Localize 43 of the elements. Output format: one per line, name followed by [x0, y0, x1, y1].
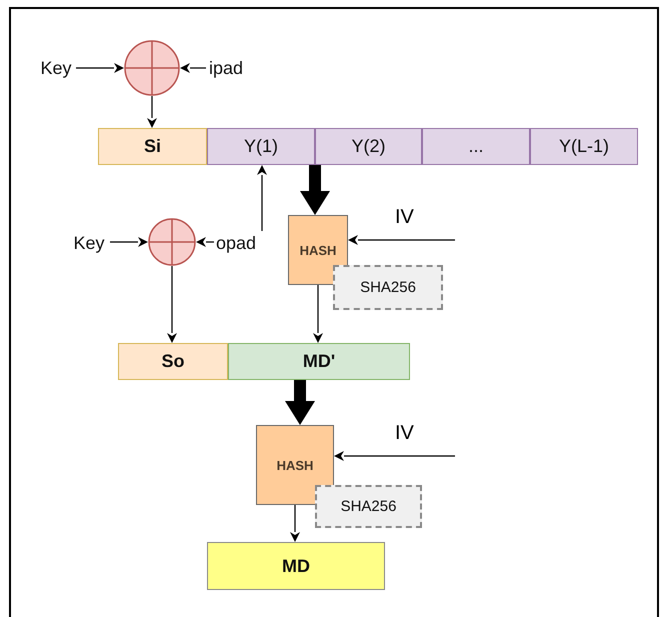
message-digest-block: [228, 343, 410, 380]
box-text: SHA256: [360, 279, 416, 296]
xor-circle: [148, 218, 196, 266]
hash-box: [256, 425, 334, 505]
node-label: opad: [214, 231, 258, 255]
arrow: [76, 63, 124, 73]
box-text: MD: [282, 556, 310, 576]
message-block: [315, 128, 422, 165]
box-text: ...: [468, 136, 484, 157]
node-label: ipad: [206, 56, 246, 80]
box-text: HASH: [276, 458, 314, 472]
padded-key-block: [98, 128, 207, 165]
arrow: [180, 63, 206, 73]
box-text: MD': [302, 351, 336, 372]
arrow: [290, 505, 300, 542]
padded-key-block: [118, 343, 228, 380]
algorithm-box: [333, 265, 443, 310]
hash-box: [288, 215, 348, 285]
algorithm-box: [315, 485, 422, 528]
box-text: Y(1): [244, 136, 278, 157]
arrow: [334, 451, 455, 461]
arrow: [196, 237, 214, 247]
message-digest-block: [207, 542, 385, 590]
arrow: [257, 165, 267, 231]
node-label: Key: [68, 231, 110, 255]
xor-circle: [124, 40, 180, 96]
thick-arrow: [285, 380, 315, 425]
message-block: [530, 128, 638, 165]
node-label: Key: [36, 56, 76, 80]
box-text: SHA256: [340, 498, 396, 515]
box-text: So: [161, 351, 184, 372]
box-text: HASH: [300, 242, 336, 258]
box-text: Y(L-1): [558, 136, 609, 157]
arrow: [167, 266, 177, 343]
message-block: [422, 128, 530, 165]
thick-arrow: [300, 165, 330, 215]
box-text: Si: [144, 136, 161, 157]
arrow: [348, 235, 455, 245]
arrow: [110, 237, 148, 247]
box-text: Y(2): [351, 136, 386, 157]
message-block: [207, 128, 315, 165]
arrow: [313, 285, 323, 343]
arrow: [147, 96, 157, 128]
